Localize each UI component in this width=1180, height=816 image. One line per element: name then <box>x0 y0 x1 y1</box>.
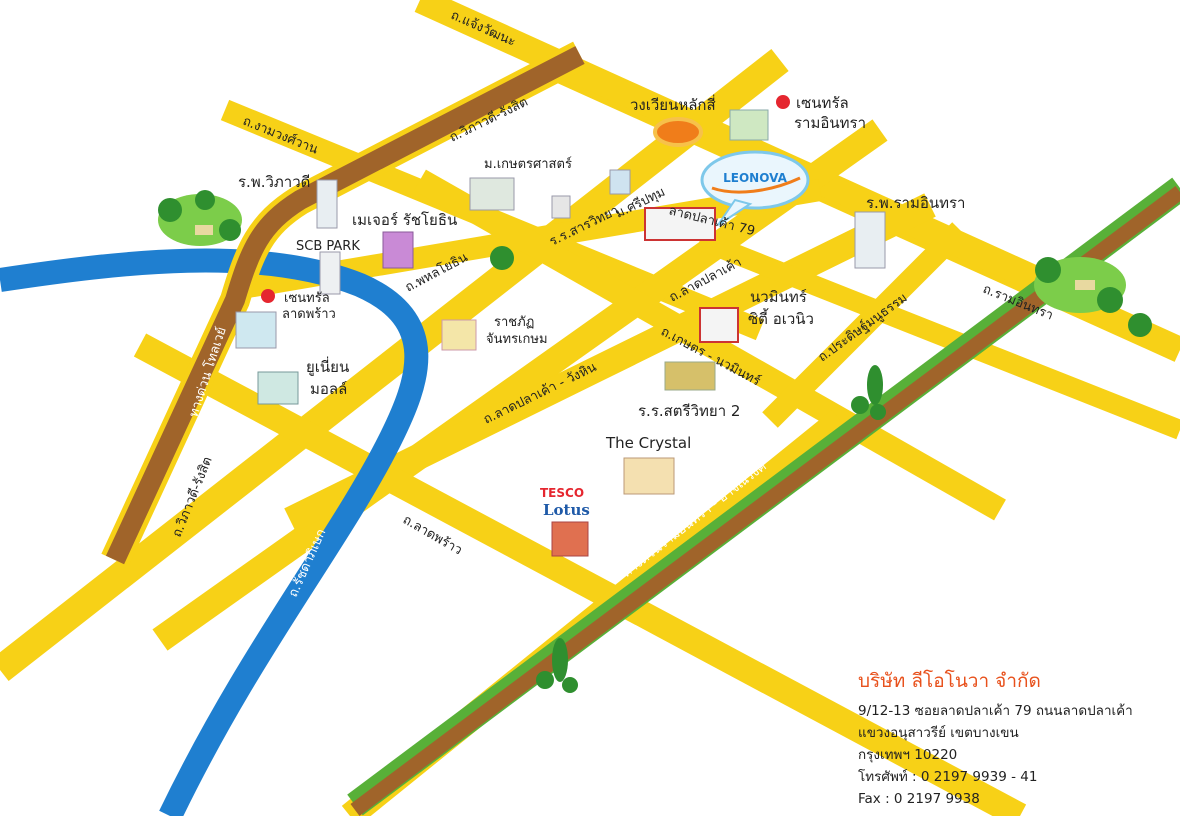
road-pradit-manutham <box>762 222 968 428</box>
label-central-ram-inthra-1: เซนทรัล <box>796 94 849 112</box>
road-cross-1 <box>0 48 789 682</box>
label-satri-wittaya-2: ร.ร.สตรีวิทยา 2 <box>638 402 740 420</box>
company-name: บริษัท ลีโอโนวา จำกัด <box>858 670 1041 692</box>
road-ram-inthra <box>696 230 1180 440</box>
road-lat-pla-khao-wang-hin <box>284 193 936 532</box>
label-central-ram-inthra-2: รามอินทรา <box>794 114 866 132</box>
label-rajabhat-2: จันทรเกษม <box>486 332 548 347</box>
label-central-lat-phrao-2: ลาดพร้าว <box>282 307 336 322</box>
label-tesco: TESCO <box>540 486 584 500</box>
label-scb-park: SCB PARK <box>296 239 360 254</box>
company-info: บริษัท ลีโอโนวา จำกัด 9/12-13 ซอยลาดปลาเ… <box>858 666 1168 810</box>
label-union-mall-1: ยูเนี่ยน <box>306 356 349 376</box>
ratchadaphisek-road <box>0 248 429 816</box>
company-fax: Fax : 0 2197 9938 <box>858 791 980 807</box>
company-address-2: แขวงอนุสาวรีย์ เขตบางเขน <box>858 725 1019 741</box>
lak-si-circle <box>653 117 703 147</box>
label-nawamin-city-1: นวมินทร์ <box>750 288 807 306</box>
label-rajabhat-1: ราชภัฏ <box>494 315 534 330</box>
label-the-crystal: The Crystal <box>605 434 691 452</box>
tree-icon <box>490 246 886 693</box>
label-major-ratchayothin: เมเจอร์ รัชโยธิน <box>352 211 457 229</box>
park-tree-icon <box>1034 257 1152 337</box>
label-lotus: Lotus <box>543 501 590 519</box>
label-kasetsart-university: ม.เกษตรศาสตร์ <box>484 156 572 172</box>
road-kaset-nawamin <box>414 169 1006 521</box>
road-lat-phrao <box>133 333 1027 816</box>
leonova-marker[interactable]: LEONOVA <box>700 150 810 226</box>
road-cross-2 <box>152 119 888 651</box>
company-address-3: กรุงเทพฯ 10220 <box>858 747 958 763</box>
label-vibhavadi-hospital: ร.พ.วิภาวดี <box>238 173 310 191</box>
label-union-mall-2: มอลล์ <box>310 380 347 398</box>
company-phone: โทรศัพท์ : 0 2197 9939 - 41 <box>858 769 1038 785</box>
label-central-lat-phrao-1: เซนทรัล <box>284 291 330 306</box>
label-lak-si-circle: วงเวียนหลักสี่ <box>630 94 716 114</box>
label-nawamin-city-2: ซิตี้ อเวนิว <box>748 308 814 328</box>
label-ram-inthra-hospital: ร.พ.รามอินทรา <box>866 194 965 212</box>
park-tree-icon <box>158 190 242 246</box>
building-icon <box>235 109 886 557</box>
company-address-1: 9/12-13 ซอยลาดปลาเค้า 79 ถนนลาดปลาเค้า <box>858 703 1133 719</box>
central-logo-icon <box>261 95 790 303</box>
leonova-logo-text: LEONOVA <box>723 171 787 185</box>
